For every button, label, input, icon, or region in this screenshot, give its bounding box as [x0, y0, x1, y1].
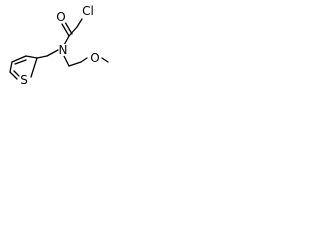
- chlorine-atom-label: Cl: [82, 4, 94, 18]
- ring-double-c3-c4: [14, 59, 27, 65]
- ring-bond-c4-c5: [9, 61, 13, 73]
- chlorine-atom-label-background: [81, 5, 95, 17]
- bond-ch2-ring: [36, 55, 48, 59]
- amide-nitrogen-atom-label: N: [59, 43, 68, 57]
- carbonyl-oxygen-atom-label: O: [56, 10, 65, 24]
- amide-nitrogen-atom-label-background: [58, 44, 68, 56]
- bond-n-ch2: [46, 49, 59, 57]
- bond-ethyl-o: [80, 57, 88, 63]
- methoxy-oxygen-atom-label: O: [90, 51, 99, 65]
- carbonyl-oxygen-atom-label-background: [56, 11, 66, 23]
- ring-bond-c3-c4: [11, 55, 27, 63]
- methoxy-oxygen-atom-label-background: [90, 52, 100, 64]
- bond-o-methyl: [101, 57, 109, 63]
- bond-carbonyl-double-1: [61, 23, 70, 37]
- thiophene-sulfur-atom-label: S: [20, 73, 28, 87]
- bond-carbonyl-double-2: [64, 21, 73, 35]
- bond-ch2-carbonyl: [68, 26, 78, 37]
- ring-bond-c2-c3: [25, 55, 38, 59]
- ring-bond-c5-s: [9, 71, 18, 80]
- bond-ethyl-2: [68, 61, 82, 67]
- ring-bond-s-c2: [30, 57, 38, 78]
- thiophene-sulfur-atom-label-background: [19, 74, 29, 86]
- ring-double-c5-s-inner: [13, 70, 20, 77]
- bond-cl-ch2: [76, 18, 83, 28]
